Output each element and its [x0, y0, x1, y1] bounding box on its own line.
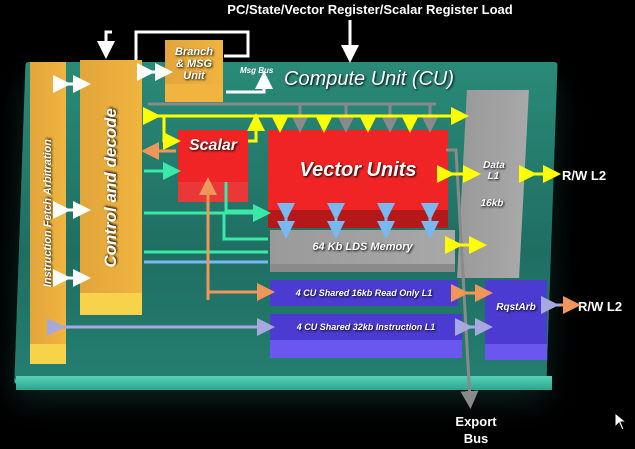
- vector-units-block: Vector Units: [268, 130, 448, 210]
- readonly-l1-label: 4 CU Shared 16kb Read Only L1: [295, 288, 433, 298]
- msg-bus-label: Msg Bus: [240, 66, 274, 75]
- mouse-cursor-icon: [614, 412, 628, 431]
- vector-units-label: Vector Units: [299, 158, 417, 181]
- readonly-l1-block: 4 CU Shared 16kb Read Only L1: [270, 280, 458, 306]
- rw-l2-bottom-label: R/W L2: [578, 299, 623, 314]
- export-bus-line: [446, 148, 479, 409]
- rqstarb-label: RqstArb: [496, 301, 536, 313]
- export-bus-label: Export Bus: [455, 414, 497, 446]
- branch-to-control-arrow: [97, 30, 115, 59]
- board-edge: [16, 376, 552, 390]
- rw-l2-top-label: R/W L2: [562, 168, 607, 183]
- msg-bus-arrow: [226, 71, 273, 94]
- instruction-l1-block: 4 CU Shared 32kb Instruction L1: [270, 314, 462, 340]
- instruction-l1-label: 4 CU Shared 32kb Instruction L1: [296, 322, 436, 332]
- orange-lines: [141, 142, 581, 314]
- scalar-label: Scalar: [188, 137, 238, 154]
- white-double-arrows: [53, 63, 173, 287]
- compute-unit-label: Compute Unit (CU): [284, 68, 455, 90]
- rqstarb-block: RqstArb: [485, 280, 547, 344]
- yellow-bus: [143, 107, 561, 254]
- branch-msg-label: Branch & MSG Unit: [175, 46, 213, 82]
- branch-msg-unit-block: Branch & MSG Unit: [165, 40, 223, 102]
- green-lines: [144, 162, 271, 254]
- branch-feedback-loop: [134, 30, 250, 60]
- lavender-lines: [47, 296, 560, 336]
- diagram-title: PC/State/Vector Register/Scalar Register…: [227, 2, 513, 17]
- scalar-block: Scalar: [178, 130, 248, 182]
- lds-memory-label: 64 Kb LDS Memory: [312, 241, 413, 253]
- blue-lines: [144, 203, 439, 264]
